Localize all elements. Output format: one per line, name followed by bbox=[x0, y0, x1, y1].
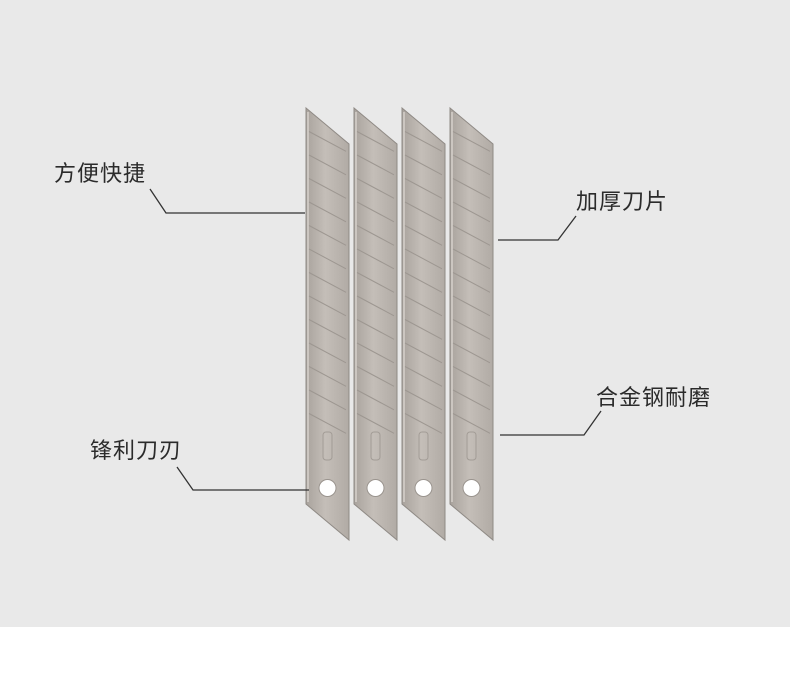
score-line bbox=[308, 319, 347, 340]
score-line bbox=[356, 319, 395, 340]
product-photo-background: 方便快捷 锋利刀刃 加厚刀片 合金钢耐磨 bbox=[0, 0, 790, 627]
score-line bbox=[308, 389, 347, 411]
score-line bbox=[356, 366, 395, 387]
score-line bbox=[404, 295, 443, 317]
score-line bbox=[308, 131, 347, 152]
score-line bbox=[356, 389, 395, 411]
blade bbox=[449, 106, 494, 542]
score-line bbox=[404, 201, 443, 223]
leader-line-bottom-right bbox=[500, 410, 602, 436]
score-line bbox=[404, 389, 443, 411]
blade-hole bbox=[366, 479, 385, 497]
score-line bbox=[356, 413, 395, 434]
score-line bbox=[308, 366, 347, 387]
leader-line-top-right bbox=[498, 215, 577, 241]
score-line bbox=[452, 225, 491, 246]
score-line bbox=[452, 342, 491, 364]
score-line bbox=[404, 178, 443, 199]
score-line bbox=[452, 248, 491, 270]
embossed-logo-mark bbox=[370, 431, 381, 461]
leader-line-top-left bbox=[149, 188, 305, 214]
score-line bbox=[452, 319, 491, 340]
score-line bbox=[308, 178, 347, 199]
embossed-logo-mark bbox=[418, 431, 429, 461]
score-line bbox=[308, 225, 347, 246]
score-line bbox=[308, 154, 347, 176]
score-line bbox=[356, 295, 395, 317]
score-line bbox=[356, 154, 395, 176]
score-line bbox=[404, 131, 443, 152]
score-line bbox=[404, 248, 443, 270]
blade-body bbox=[305, 106, 350, 542]
blade-hole bbox=[414, 479, 433, 497]
score-line bbox=[356, 225, 395, 246]
score-line bbox=[404, 366, 443, 387]
callout-convenient: 方便快捷 bbox=[54, 162, 147, 187]
score-line bbox=[308, 248, 347, 270]
score-line bbox=[404, 413, 443, 434]
blade bbox=[353, 106, 398, 542]
score-line bbox=[452, 295, 491, 317]
score-line bbox=[356, 201, 395, 223]
score-line bbox=[404, 272, 443, 293]
score-line bbox=[452, 201, 491, 223]
score-line bbox=[452, 154, 491, 176]
blade bbox=[305, 106, 350, 542]
blade-body bbox=[401, 106, 446, 542]
score-line bbox=[452, 413, 491, 434]
callout-thick-blade: 加厚刀片 bbox=[576, 190, 669, 215]
score-line bbox=[404, 342, 443, 364]
score-line bbox=[308, 272, 347, 293]
score-line bbox=[308, 342, 347, 364]
score-line bbox=[356, 178, 395, 199]
score-line bbox=[452, 366, 491, 387]
score-line bbox=[452, 178, 491, 199]
score-line bbox=[404, 319, 443, 340]
score-line bbox=[356, 131, 395, 152]
leader-line-bottom-left bbox=[176, 466, 309, 491]
score-line bbox=[404, 154, 443, 176]
embossed-logo-mark bbox=[322, 431, 333, 461]
blade-body bbox=[449, 106, 494, 542]
snap-off-blades bbox=[305, 106, 494, 542]
blades-illustration bbox=[149, 106, 602, 542]
score-line bbox=[356, 272, 395, 293]
callout-alloy-steel: 合金钢耐磨 bbox=[596, 386, 712, 411]
score-line bbox=[308, 413, 347, 434]
embossed-logo-mark bbox=[466, 431, 477, 461]
blade-hole bbox=[462, 479, 481, 497]
score-line bbox=[452, 272, 491, 293]
score-line bbox=[404, 225, 443, 246]
score-line bbox=[308, 201, 347, 223]
score-line bbox=[356, 342, 395, 364]
score-line bbox=[452, 389, 491, 411]
callout-sharp-edge: 锋利刀刃 bbox=[90, 439, 183, 464]
score-line bbox=[452, 131, 491, 152]
blade bbox=[401, 106, 446, 542]
score-line bbox=[308, 295, 347, 317]
blade-hole bbox=[318, 479, 337, 497]
score-line bbox=[356, 248, 395, 270]
blade-body bbox=[353, 106, 398, 542]
